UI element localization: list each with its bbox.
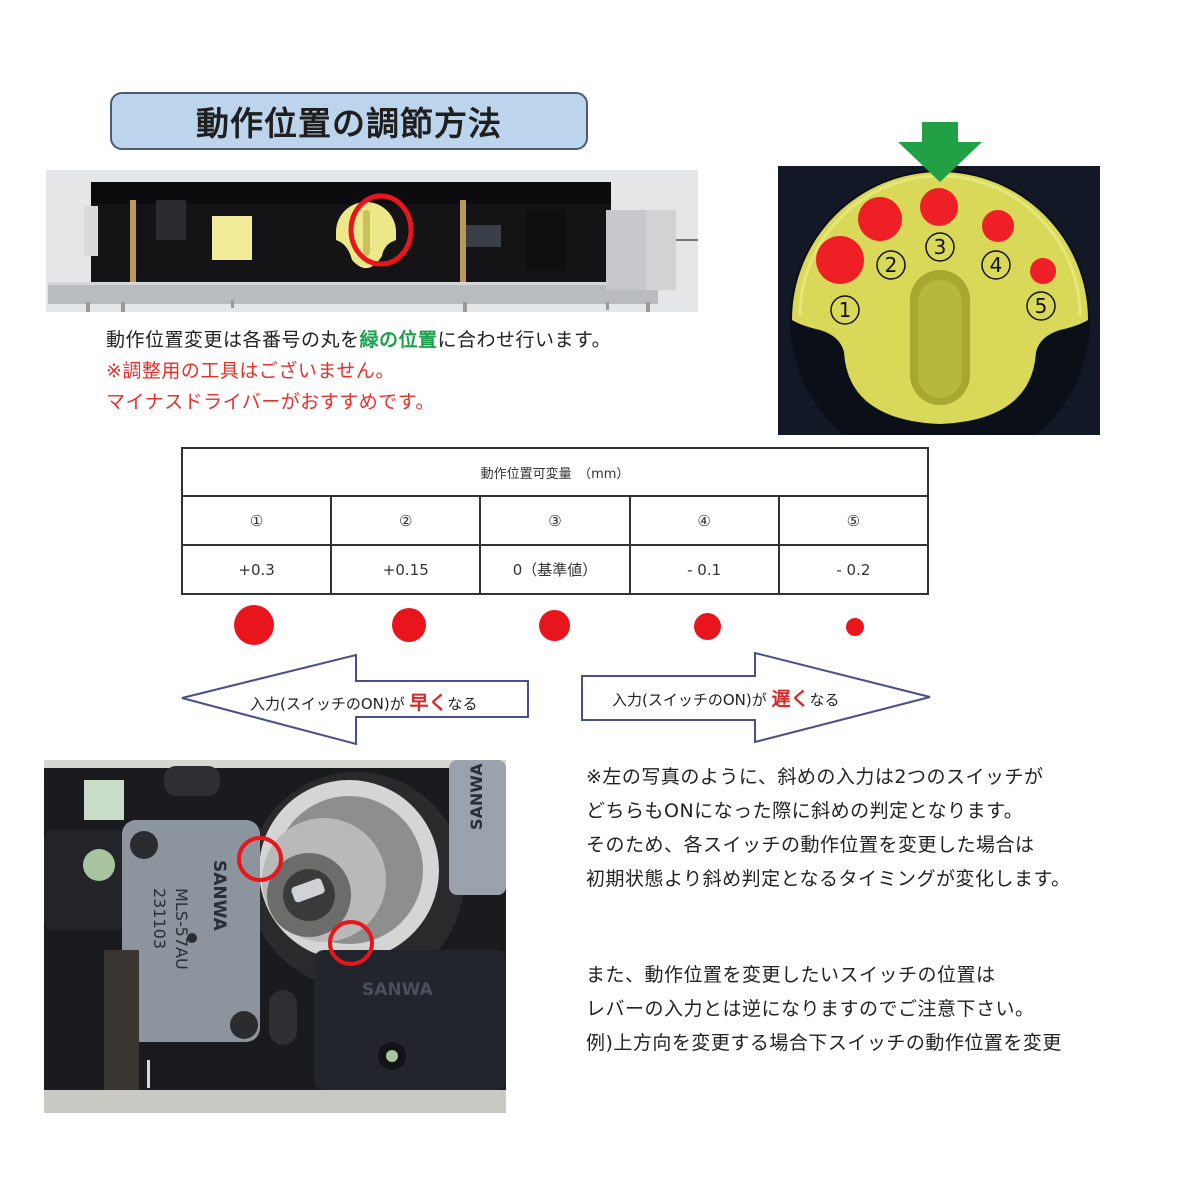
instruction-line-1: 動作位置変更は各番号の丸を緑の位置に合わせ行います。 <box>106 329 612 351</box>
table-column-label: ③ <box>479 495 631 546</box>
svg-text:SANWA: SANWA <box>209 860 229 932</box>
instructions: 動作位置変更は各番号の丸を緑の位置に合わせ行います。 ※調整用の工具はございませ… <box>106 325 746 418</box>
page-title-box: 動作位置の調節方法 <box>110 92 588 150</box>
table-row: +0.3 +0.15 0（基準値） - 0.1 - 0.2 <box>180 544 930 595</box>
note-line: どちらもONになった際に斜めの判定となります。 <box>586 800 1024 822</box>
table-column-label: ④ <box>628 495 780 546</box>
svg-text:1: 1 <box>839 298 852 322</box>
table-cell: - 0.2 <box>777 544 930 595</box>
left-arrow-label: 入力(スイッチのON)が 早くなる <box>250 692 478 714</box>
switch-side-illustration <box>46 170 698 312</box>
dial-dot-3 <box>920 188 958 226</box>
svg-text:MLS-57AU: MLS-57AU <box>172 888 191 970</box>
table-cell: 0（基準値） <box>479 544 631 595</box>
note-line: そのため、各スイッチの動作位置を変更した場合は <box>586 834 1035 856</box>
dial-dot-2 <box>858 197 902 241</box>
note-line: また、動作位置を変更したいスイッチの位置は <box>586 964 996 986</box>
svg-text:231103: 231103 <box>150 888 169 949</box>
switch-side-photo <box>46 170 698 312</box>
dial-illustration: 1 2 3 4 5 <box>778 166 1100 470</box>
contact-highlight-1 <box>237 836 283 882</box>
table-column-label: ② <box>330 495 482 546</box>
note-line: ※左の写真のように、斜めの入力は2つのスイッチが <box>586 766 1044 788</box>
table-header: 動作位置可変量 （mm） <box>181 447 929 497</box>
notes-paragraph-2: また、動作位置を変更したいスイッチの位置は レバーの入力とは逆になりますのでご注… <box>586 958 1062 1060</box>
svg-text:5: 5 <box>1035 294 1048 318</box>
actuation-offset-table: 動作位置可変量 （mm） ① ② ③ ④ ⑤ +0.3 +0.15 0（基準値）… <box>180 447 930 595</box>
svg-text:SANWA: SANWA <box>362 980 434 1000</box>
note-line: レバーの入力とは逆になりますのでご注意下さい。 <box>586 998 1035 1020</box>
size-dot-2 <box>392 608 426 642</box>
svg-text:4: 4 <box>990 253 1003 277</box>
notes-paragraph-1: ※左の写真のように、斜めの入力は2つのスイッチが どちらもONになった際に斜めの… <box>586 760 1071 896</box>
table-cell: +0.3 <box>180 544 333 595</box>
table-cell: - 0.1 <box>628 544 780 595</box>
size-dot-3 <box>539 610 570 641</box>
right-arrow-label: 入力(スイッチのON)が 遅くなる <box>612 688 840 710</box>
note-line: 例)上方向を変更する場合下スイッチの動作位置を変更 <box>586 1032 1062 1054</box>
table-column-label: ⑤ <box>777 495 930 546</box>
size-dot-4 <box>694 613 721 640</box>
lever-switch-illustration: SANWA MLS-57AU 231103 SANWA SANWA <box>44 760 506 1113</box>
green-indicator-arrow-icon <box>898 122 982 182</box>
green-position-highlight: 緑の位置 <box>359 329 438 351</box>
page-title: 動作位置の調節方法 <box>196 104 502 143</box>
left-arrow-icon <box>181 653 529 746</box>
dial-dot-1 <box>816 236 864 284</box>
instruction-line-2: ※調整用の工具はございません。 <box>106 360 395 382</box>
table-row: ① ② ③ ④ ⑤ <box>180 495 930 546</box>
right-arrow-icon <box>581 651 931 744</box>
svg-text:SANWA: SANWA <box>467 763 486 830</box>
size-dot-5 <box>846 618 864 636</box>
dial-dot-5 <box>1030 258 1056 284</box>
instruction-line-3: マイナスドライバーがおすすめです。 <box>106 391 435 413</box>
svg-text:3: 3 <box>934 235 947 259</box>
dial-closeup-photo: 1 2 3 4 5 <box>778 120 1100 470</box>
note-line: 初期状態より斜め判定となるタイミングが変化します。 <box>586 868 1071 890</box>
size-dot-1 <box>234 605 274 645</box>
contact-highlight-2 <box>328 920 374 966</box>
dial-dot-4 <box>982 210 1014 242</box>
table-column-label: ① <box>180 495 333 546</box>
svg-text:2: 2 <box>885 253 898 277</box>
table-cell: +0.15 <box>330 544 482 595</box>
lever-switch-photo: SANWA MLS-57AU 231103 SANWA SANWA <box>44 760 506 1113</box>
